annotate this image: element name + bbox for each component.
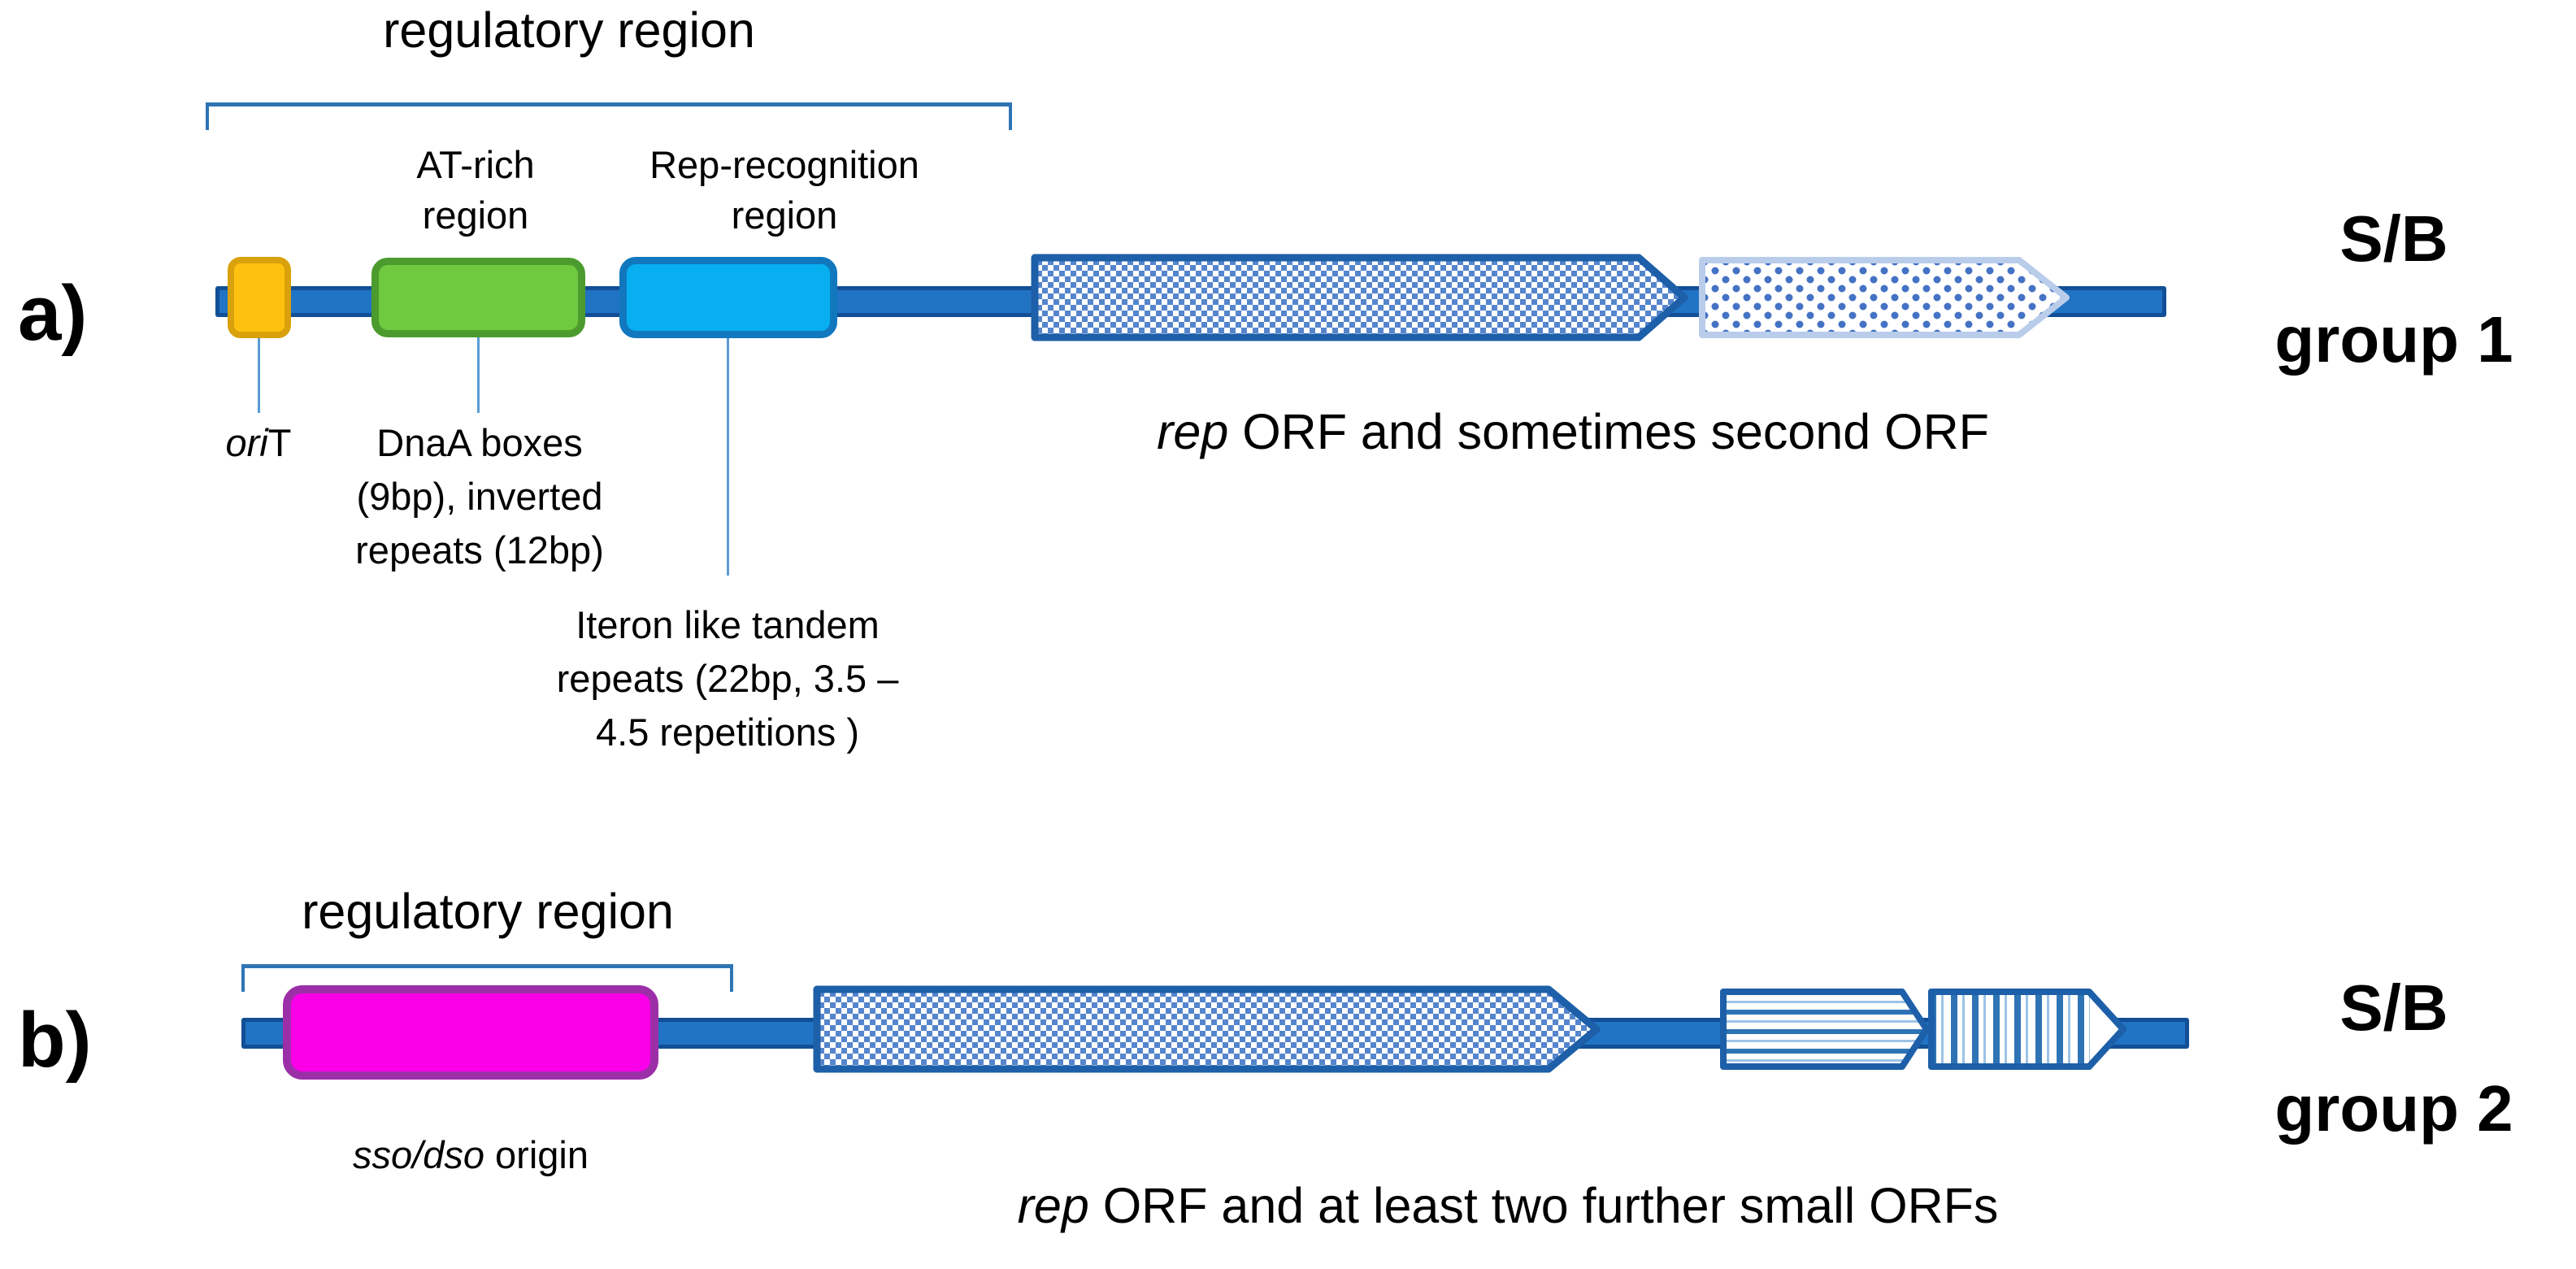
small-orf-arrow-2 [1928,989,2126,1070]
regulatory-region-title-a: regulatory region [383,2,755,58]
orit-box [228,257,291,338]
iteron-label: Iteron like tandem repeats (22bp, 3.5 – … [556,603,899,754]
caption-b-regular: ORF and at least two further small ORFs [1088,1178,1999,1233]
regulatory-region-title-b: regulatory region [302,884,674,939]
caption-b-italic: rep [1017,1178,1089,1233]
rep-orf-arrow-a [1031,254,1688,341]
small-orf-arrow-1 [1720,989,1930,1070]
iteron-leader-line [727,337,729,576]
caption-a-regular: ORF and sometimes second ORF [1228,404,1989,459]
at-rich-box [371,258,585,337]
orit-label: oriT [177,416,340,470]
sso-dso-box [283,985,658,1080]
dnaa-leader-line [477,335,480,413]
orit-leader-line [258,337,260,413]
orit-label-regular: T [267,421,292,464]
rep-orf-arrow-b [813,985,1601,1073]
panel-b-label: b) [18,997,92,1084]
caption-a: rep ORF and sometimes second ORF [1081,403,2065,460]
dnaa-label: DnaA boxes (9bp), inverted repeats (12bp… [355,421,604,571]
caption-b: rep ORF and at least two further small O… [939,1177,2077,1234]
origin-label: sso/dso origin [267,1128,674,1182]
rep-recognition-region-label: Rep-recognition region [649,143,919,237]
second-orf-arrow [1699,257,2070,338]
origin-label-regular: origin [484,1133,589,1176]
group-label-2: S/B group 2 [2274,971,2513,1145]
at-rich-region-label: AT-rich region [416,143,535,237]
panel-a-label: a) [18,270,88,357]
origin-label-italic: sso/dso [353,1133,484,1176]
rep-recognition-box [619,257,837,338]
orit-label-italic: ori [225,421,268,464]
caption-a-italic: rep [1157,404,1229,459]
regulatory-bracket-b [241,964,733,992]
regulatory-bracket-a [206,102,1012,130]
group-label-1: S/B group 1 [2274,202,2513,376]
